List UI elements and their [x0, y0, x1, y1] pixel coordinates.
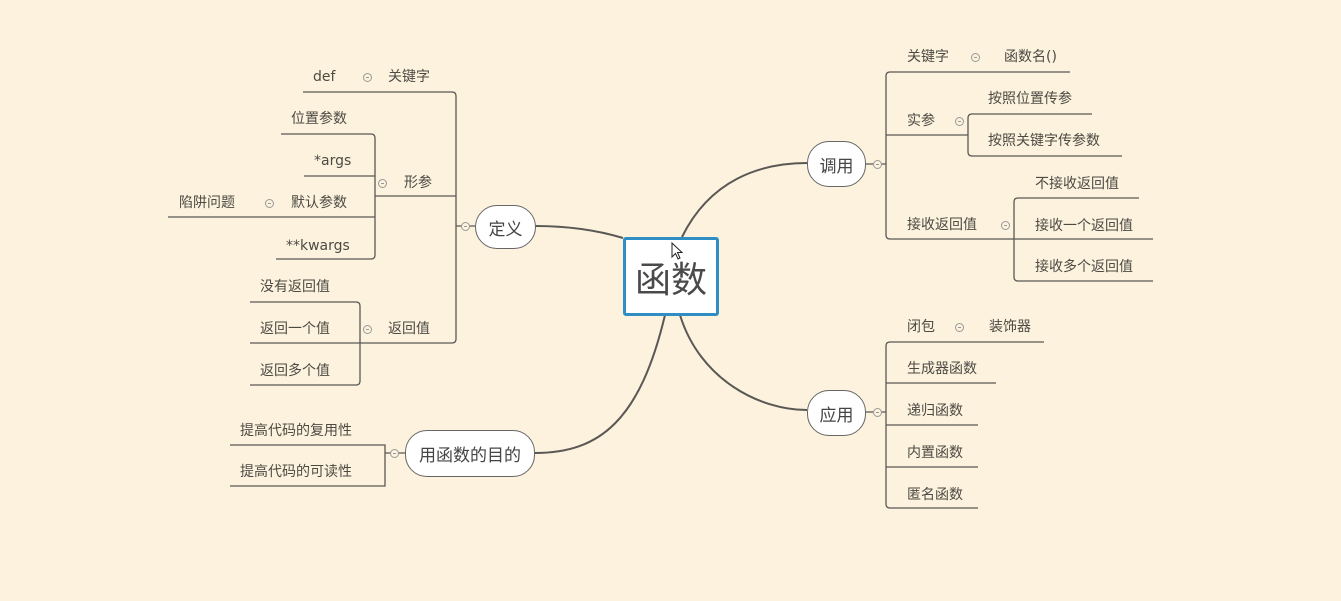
- collapse-default-icon[interactable]: [265, 199, 274, 208]
- topic-recursion[interactable]: 递归函数: [907, 403, 963, 419]
- collapse-application-icon[interactable]: [873, 408, 882, 417]
- curve-to-definition: [534, 225, 624, 239]
- topic-params[interactable]: 形参: [404, 175, 432, 191]
- root-label: 函数: [634, 259, 707, 301]
- return-connector: [250, 301, 361, 386]
- curve-to-application: [679, 314, 808, 411]
- topic-args[interactable]: *args: [314, 153, 352, 169]
- collapse-call-keyword-icon[interactable]: [971, 53, 980, 62]
- collapse-args-icon[interactable]: [955, 117, 964, 126]
- collapse-return-icon[interactable]: [363, 325, 372, 334]
- topic-label: 用函数的目的: [419, 446, 521, 466]
- collapse-receive-icon[interactable]: [1001, 221, 1010, 230]
- topic-application[interactable]: 应用: [807, 390, 866, 436]
- args-connector: [967, 113, 1122, 157]
- topic-no-return[interactable]: 没有返回值: [260, 279, 330, 295]
- topic-receive-one[interactable]: 接收一个返回值: [1035, 218, 1133, 234]
- params-connector: [168, 133, 376, 260]
- curve-to-purpose: [534, 314, 666, 454]
- topic-purpose[interactable]: 用函数的目的: [405, 430, 535, 477]
- topic-decorator[interactable]: 装饰器: [989, 319, 1031, 335]
- topic-return-one[interactable]: 返回一个值: [260, 321, 330, 337]
- topic-default-params[interactable]: 默认参数: [291, 195, 347, 211]
- collapse-call-icon[interactable]: [873, 160, 882, 169]
- topic-func-name[interactable]: 函数名(): [1004, 49, 1057, 65]
- topic-pitfall[interactable]: 陷阱问题: [179, 195, 235, 211]
- root-topic[interactable]: 函数: [623, 237, 719, 316]
- topic-receive[interactable]: 接收返回值: [907, 217, 977, 233]
- topic-def-keyword[interactable]: 关键字: [388, 69, 430, 85]
- topic-label: 定义: [488, 219, 523, 240]
- topic-def[interactable]: def: [313, 69, 336, 85]
- topic-return-many[interactable]: 返回多个值: [260, 363, 330, 379]
- collapse-closure-icon[interactable]: [955, 323, 964, 332]
- curve-to-call: [681, 162, 808, 238]
- topic-anonymous[interactable]: 匿名函数: [907, 487, 963, 503]
- topic-positional[interactable]: 位置参数: [291, 111, 347, 127]
- collapse-definition-icon[interactable]: [461, 222, 470, 231]
- topic-return[interactable]: 返回值: [388, 321, 430, 337]
- topic-kwargs[interactable]: **kwargs: [286, 238, 350, 254]
- collapse-keyword-icon[interactable]: [363, 73, 372, 82]
- topic-readability[interactable]: 提高代码的可读性: [240, 464, 352, 480]
- topic-label: 应用: [819, 405, 854, 426]
- topic-receive-many[interactable]: 接收多个返回值: [1035, 259, 1133, 275]
- topic-builtin[interactable]: 内置函数: [907, 445, 963, 461]
- topic-call-keyword[interactable]: 关键字: [907, 49, 949, 65]
- topic-label: 调用: [819, 156, 854, 177]
- topic-call[interactable]: 调用: [807, 141, 866, 187]
- topic-args-actual[interactable]: 实参: [907, 113, 935, 129]
- topic-closure[interactable]: 闭包: [907, 319, 935, 335]
- receive-connector: [1013, 197, 1153, 282]
- topic-no-receive[interactable]: 不接收返回值: [1035, 176, 1119, 192]
- collapse-purpose-icon[interactable]: [390, 449, 399, 458]
- mouse-cursor-icon: [671, 242, 684, 260]
- topic-reuse[interactable]: 提高代码的复用性: [240, 423, 352, 439]
- topic-generator[interactable]: 生成器函数: [907, 361, 977, 377]
- collapse-params-icon[interactable]: [378, 179, 387, 188]
- topic-by-keyword[interactable]: 按照关键字传参数: [988, 133, 1100, 149]
- topic-definition[interactable]: 定义: [475, 205, 536, 249]
- topic-by-position[interactable]: 按照位置传参: [988, 91, 1072, 107]
